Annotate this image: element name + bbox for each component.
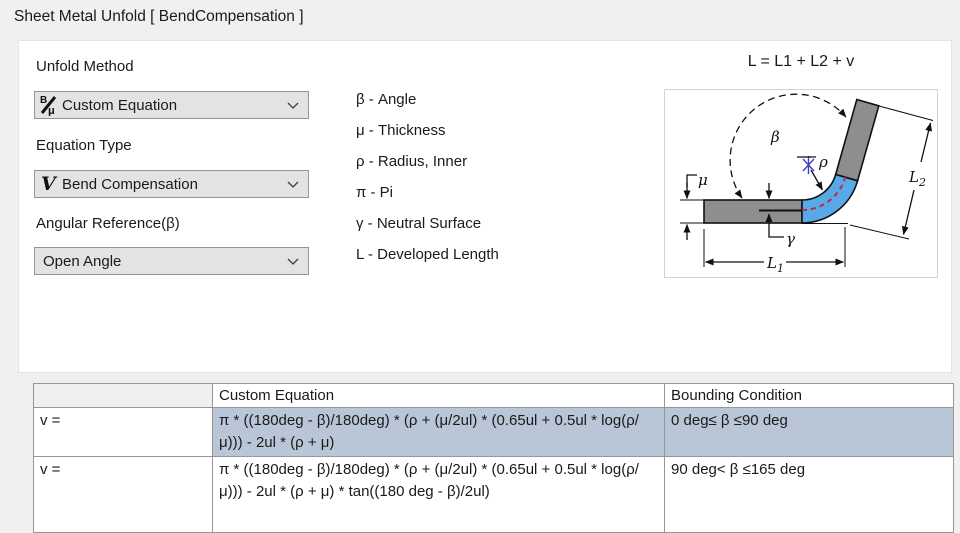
angular-reference-label: Angular Reference(β) (36, 215, 180, 232)
l2-label: L2 (908, 168, 926, 189)
unfold-method-label: Unfold Method (36, 58, 134, 75)
main-panel: Unfold Method B μ Custom Equation Equati… (18, 40, 952, 373)
symbol-legend: β - Angle μ - Thickness ρ - Radius, Inne… (356, 88, 586, 274)
l1-label: L1 (766, 254, 784, 275)
unfold-method-value: Custom Equation (62, 96, 178, 114)
equation-type-label: Equation Type (36, 137, 132, 154)
equation-table: Custom Equation Bounding Condition v = π… (33, 383, 954, 533)
gamma-label: γ (786, 230, 795, 248)
chevron-down-icon (287, 102, 299, 109)
svg-text:V: V (41, 173, 58, 195)
l2-dim-bottom (901, 189, 915, 235)
chevron-down-icon (287, 181, 299, 188)
legend-item-angle: β - Angle (356, 91, 417, 108)
table-header-blank (33, 383, 213, 408)
angular-reference-value: Open Angle (43, 252, 122, 270)
bend-compensation-icon: V (41, 173, 58, 195)
gamma-leader (765, 213, 784, 238)
chevron-down-icon (287, 258, 299, 265)
developed-length-formula: L = L1 + L2 + v (747, 53, 855, 70)
equation-type-select[interactable]: V Bend Compensation (34, 170, 309, 198)
row-label-cell[interactable]: v = (33, 407, 213, 457)
legend-item-radius: ρ - Radius, Inner (356, 153, 468, 170)
svg-text:B: B (40, 95, 47, 106)
window-title: Sheet Metal Unfold [ BendCompensation ] (14, 8, 304, 25)
l2-dim-top (920, 122, 933, 163)
table-header-custom-equation: Custom Equation (212, 383, 665, 408)
mu-label: μ (698, 171, 708, 189)
equation-type-value: Bend Compensation (62, 175, 198, 193)
table-row: v = π * ((180deg - β)/180deg) * (ρ + (μ/… (33, 456, 954, 533)
legend-item-developed-length: L - Developed Length (356, 246, 499, 263)
equation-cell[interactable]: π * ((180deg - β)/180deg) * (ρ + (μ/2ul)… (212, 456, 665, 533)
table-row: v = π * ((180deg - β)/180deg) * (ρ + (μ/… (33, 407, 954, 457)
legend-item-thickness: μ - Thickness (356, 122, 446, 139)
legend-item-neutral-surface: γ - Neutral Surface (356, 215, 482, 232)
svg-text:μ: μ (48, 105, 55, 116)
condition-cell[interactable]: 90 deg< β ≤165 deg (664, 456, 954, 533)
legend-item-pi: π - Pi (356, 184, 394, 201)
beta-label: β (770, 128, 780, 146)
neutral-surface-arc (801, 176, 847, 211)
bend-diagram: β μ ρ γ L1 L2 (664, 89, 938, 278)
unfold-method-select[interactable]: B μ Custom Equation (34, 91, 309, 119)
sheet-leg-l2 (834, 98, 880, 182)
table-header-bounding-condition: Bounding Condition (664, 383, 954, 408)
equation-cell[interactable]: π * ((180deg - β)/180deg) * (ρ + (μ/2ul)… (212, 407, 665, 457)
extension-lines (680, 105, 934, 267)
rho-arrow (810, 169, 824, 191)
radius-center-mark (802, 156, 815, 174)
angular-reference-select[interactable]: Open Angle (34, 247, 309, 275)
row-label-cell[interactable]: v = (33, 456, 213, 533)
custom-equation-icon: B μ (40, 95, 57, 116)
beta-angle-arc (729, 93, 847, 199)
rho-label: ρ (818, 153, 828, 171)
condition-cell[interactable]: 0 deg≤ β ≤90 deg (664, 407, 954, 457)
